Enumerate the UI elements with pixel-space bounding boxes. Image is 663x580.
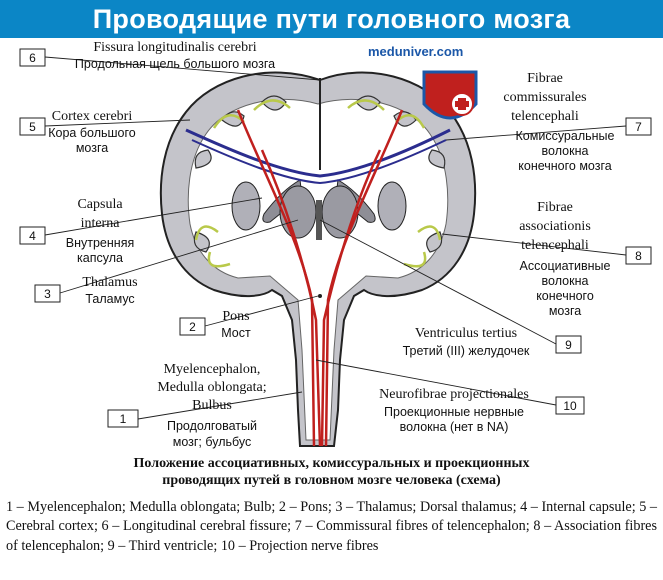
legend-text: 1 – Myelencephalon; Medulla oblongata; B… <box>6 499 657 554</box>
label-number: 1 <box>120 412 127 426</box>
label-latin: Bulbus <box>192 398 232 413</box>
label-russian: Внутренняя <box>66 236 134 250</box>
label-latin: Ventriculus tertius <box>415 326 517 341</box>
label-number: 7 <box>635 120 642 134</box>
commissural-fibres <box>185 128 451 178</box>
label-latin: Thalamus <box>82 275 137 290</box>
pons <box>318 294 322 298</box>
title-bar: Проводящие пути головного мозга <box>0 0 663 38</box>
label-russian: волокна <box>542 274 589 288</box>
label-russian: конечного <box>536 289 594 303</box>
label-latin: interna <box>81 216 121 231</box>
label-russian: мозг; бульбус <box>173 435 252 449</box>
white-matter <box>187 98 449 441</box>
label-russian: мозга <box>549 304 581 318</box>
label-latin: telencephali <box>521 238 589 253</box>
brain-illustration <box>159 71 477 447</box>
label-russian: капсула <box>77 251 123 265</box>
label-latin: commissurales <box>503 90 586 105</box>
label-8: 8 Fibrae associationis telencephali Ассо… <box>519 200 652 318</box>
label-russian: мозга <box>76 141 108 155</box>
label-9: 9 Ventriculus tertius Третий (III) желуд… <box>403 326 582 358</box>
caption-line: проводящих путей в головном мозге челове… <box>162 473 501 488</box>
watermark-text: meduniver.com <box>368 44 464 59</box>
label-1: 1 Myelencephalon, Medulla oblongata; Bul… <box>107 362 267 449</box>
label-latin: Myelencephalon, <box>164 362 261 377</box>
label-4: 4 Capsula interna Внутренняя капсула <box>19 197 134 265</box>
gyri <box>193 95 446 253</box>
label-russian: Продольная щель большого мозга <box>75 57 275 71</box>
brain-diagram: 6 Fissura longitudinalis cerebri Продоль… <box>19 40 652 449</box>
label-russian: Мост <box>221 326 251 340</box>
label-russian: Проекционные нервные <box>384 405 524 419</box>
basal-nucleus-right <box>377 181 407 231</box>
basal-nucleus-left <box>231 181 261 231</box>
meduniver-logo <box>422 70 478 120</box>
label-number: 3 <box>44 287 51 301</box>
label-russian: Ассоциативные <box>520 259 611 273</box>
label-number: 8 <box>635 249 642 263</box>
label-latin: Fibrae <box>537 200 573 215</box>
label-number: 4 <box>29 229 36 243</box>
label-latin: telencephali <box>511 109 579 124</box>
label-latin: Pons <box>222 309 249 324</box>
label-latin: associationis <box>519 219 591 234</box>
label-number: 6 <box>29 51 36 65</box>
page-title: Проводящие пути головного мозга <box>92 4 571 34</box>
label-2: 2 Pons Мост <box>179 309 251 340</box>
label-latin: Neurofibrae projectionales <box>379 387 529 402</box>
label-russian: Продолговатый <box>167 419 257 433</box>
label-latin: Fibrae <box>527 71 563 86</box>
label-russian: конечного мозга <box>518 159 611 173</box>
projection-fibres <box>236 109 404 447</box>
label-5: 5 Cortex cerebri Кора большого мозга <box>19 109 136 155</box>
label-latin: Medulla oblongata; <box>157 380 266 395</box>
third-ventricle <box>316 200 322 240</box>
label-6: 6 Fissura longitudinalis cerebri Продоль… <box>19 40 275 71</box>
label-latin: Cortex cerebri <box>52 109 133 124</box>
label-number: 5 <box>29 120 36 134</box>
label-russian: Комиссуральные <box>516 129 615 143</box>
label-russian: Таламус <box>85 292 134 306</box>
label-7: 7 Fibrae commissurales telencephali Коми… <box>503 71 652 173</box>
label-latin: Fissura longitudinalis cerebri <box>93 40 256 55</box>
label-russian: Кора большого <box>48 126 136 140</box>
label-latin: Capsula <box>77 197 123 212</box>
label-10: 10 Neurofibrae projectionales Проекционн… <box>379 387 585 434</box>
label-russian: волокна (нет в NA) <box>400 420 509 434</box>
label-russian: волокна <box>542 144 589 158</box>
caption-line: Положение ассоциативных, комиссуральных … <box>133 456 530 471</box>
label-3: 3 Thalamus Таламус <box>34 275 138 306</box>
figure-caption: Положение ассоциативных, комиссуральных … <box>60 455 603 489</box>
label-russian: Третий (III) желудочек <box>403 344 530 358</box>
label-number: 2 <box>189 320 196 334</box>
leader-lines <box>44 56 627 420</box>
label-number: 10 <box>563 399 577 413</box>
label-number: 9 <box>565 338 572 352</box>
